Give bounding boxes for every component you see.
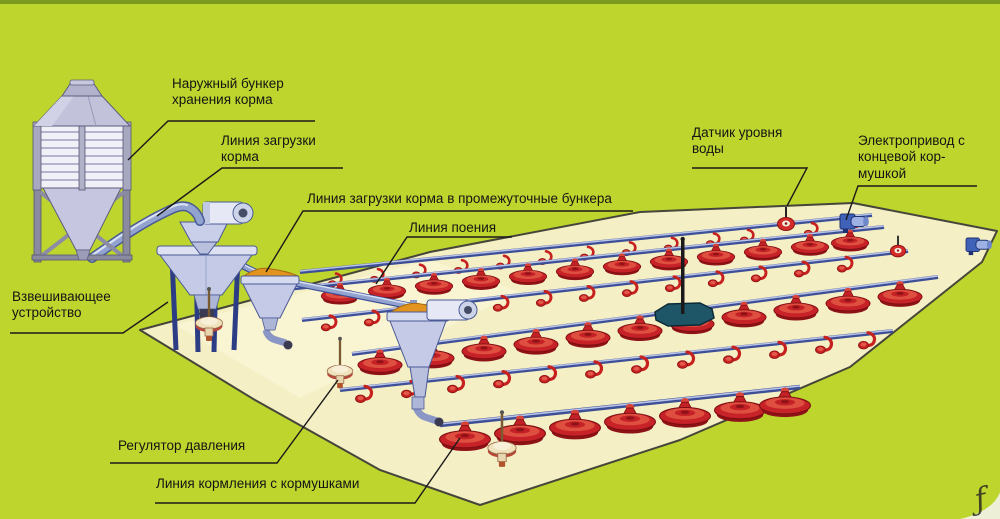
water-level-pole [654, 236, 715, 327]
drinking-line-1 [299, 213, 873, 289]
label-electric-drive: Электропривод с концевой кор- мушкой [858, 133, 965, 181]
poultry-house-floor [139, 202, 998, 506]
feeding-line-1 [267, 225, 885, 305]
drinking-line-3 [339, 329, 894, 405]
label-storage-bunker: Наружный бункер хранения корма [172, 76, 284, 108]
label-pressure-regulator: Регулятор давления [118, 438, 246, 453]
label-drinking-line: Линия поения [409, 220, 497, 235]
intermediate-bunker-1 [240, 267, 300, 350]
label-weighing-device: Взвешивающее устройство [12, 289, 111, 321]
label-feeding-line: Линия кормления с кормушками [156, 476, 360, 491]
label-leader-lines [10, 120, 977, 504]
label-water-level-sensor: Датчик уровня воды [692, 125, 783, 157]
receiver-cyclone-motor [179, 201, 254, 255]
weighing-device-hopper [156, 245, 258, 353]
label-feed-loading-line: Линия загрузки корма [221, 133, 316, 165]
feeding-line-3 [439, 384, 811, 452]
intermediate-bunker-2 [386, 299, 478, 427]
feed-storage-silo [31, 79, 133, 263]
page-curl [960, 492, 1000, 519]
top-border-strip [0, 0, 1000, 4]
feeding-line-2 [351, 275, 939, 376]
label-intermediate-line: Линия загрузки корма в промежуточные бун… [307, 191, 612, 206]
